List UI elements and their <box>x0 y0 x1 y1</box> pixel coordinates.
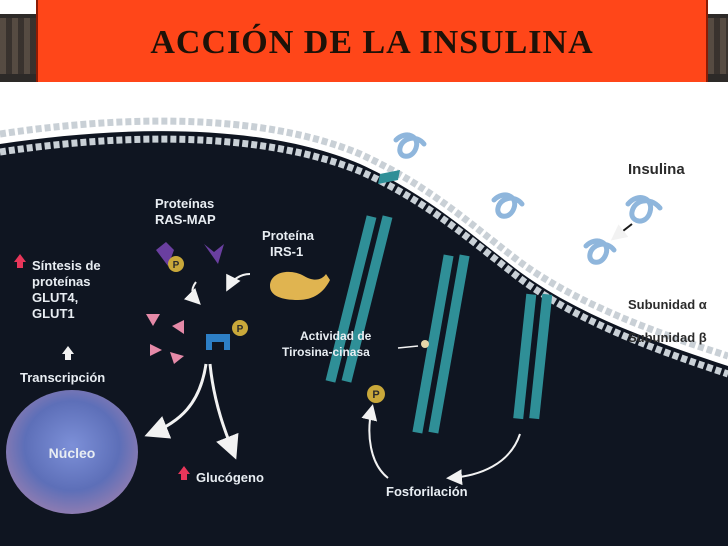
diagram-svg: Insulina Subunidad α Subunidad β Proteín… <box>0 117 728 546</box>
insulin-arrow <box>610 223 633 241</box>
label-glut4: GLUT4, <box>32 290 78 305</box>
insulin-molecule-icon <box>393 132 663 265</box>
label-insulina: Insulina <box>628 161 685 178</box>
label-transcripcion: Transcripción <box>20 370 105 385</box>
nucleus <box>6 390 138 514</box>
phosphate-label: P <box>173 260 180 271</box>
slide-title: ACCIÓN DE LA INSULINA <box>150 24 594 61</box>
label-glucogeno: Glucógeno <box>196 470 264 485</box>
arrow-phosphorylation-in <box>446 433 521 486</box>
insulin-receptor-2 <box>412 254 470 434</box>
membrane-inner <box>0 135 728 378</box>
label-tirosina-cinasa: Tirosina-cinasa <box>282 345 370 359</box>
arrow-to-glycogen <box>208 363 239 460</box>
insulin-receptor-1 <box>325 170 400 383</box>
label-nucleo: Núcleo <box>49 445 96 461</box>
insulin-action-diagram: Insulina Subunidad α Subunidad β Proteín… <box>0 104 728 546</box>
title-box: ACCIÓN DE LA INSULINA <box>36 0 708 82</box>
ras-map-proteins-icon: P <box>156 242 224 272</box>
kinase-pointer <box>397 345 419 349</box>
label-proteinas-2: proteínas <box>32 274 91 289</box>
label-subunidad-alpha: Subunidad α <box>628 297 707 312</box>
arrow-to-nucleus <box>144 363 208 439</box>
activated-complex-icon: P <box>206 320 248 350</box>
up-arrow-glycogen-icon <box>178 466 190 480</box>
arrow-phosphorylation-out <box>361 404 389 479</box>
membrane-outer <box>0 117 728 360</box>
label-glut1: GLUT1 <box>32 306 75 321</box>
label-proteinas: Proteínas <box>155 196 214 211</box>
protein-fragments-icon <box>146 314 184 364</box>
label-fosforilacion: Fosforilación <box>386 484 468 499</box>
up-arrow-icon <box>14 254 26 268</box>
label-irs-1: IRS-1 <box>270 244 303 259</box>
phosphate-label-2: P <box>237 324 244 335</box>
header-bar: ACCIÓN DE LA INSULINA <box>0 0 728 82</box>
label-actividad: Actividad de <box>300 329 372 343</box>
label-proteina: Proteína <box>262 228 315 243</box>
cell-interior <box>0 131 728 546</box>
label-sintesis: Síntesis de <box>32 258 101 273</box>
kinase-site <box>421 340 429 348</box>
arrow-irs1-to-rasmap <box>226 273 251 292</box>
irs1-protein-icon <box>270 271 330 300</box>
white-up-arrow-icon <box>62 346 74 360</box>
label-subunidad-beta: Subunidad β <box>628 330 707 345</box>
label-ras-map: RAS-MAP <box>155 212 216 227</box>
phosphate-icon <box>367 385 385 403</box>
phosphate-label-3: P <box>372 389 379 401</box>
arrow-rasmap-down <box>183 281 201 305</box>
insulin-receptor-3 <box>513 293 553 420</box>
